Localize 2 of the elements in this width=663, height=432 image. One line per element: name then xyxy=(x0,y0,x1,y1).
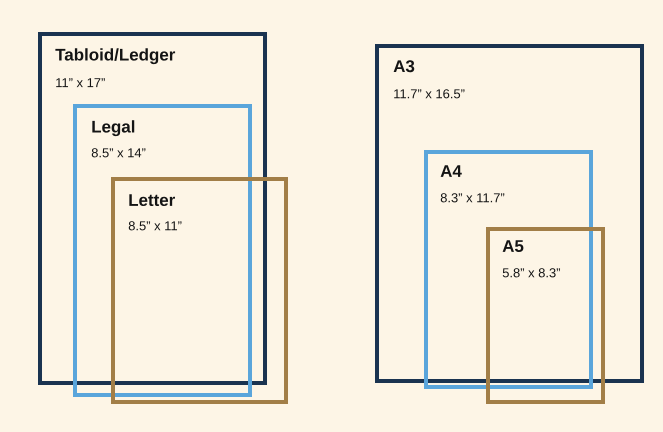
paper-size-outline: Letter 8.5” x 11” xyxy=(111,177,288,404)
paper-size-outline: A5 5.8” x 8.3” xyxy=(486,227,605,404)
